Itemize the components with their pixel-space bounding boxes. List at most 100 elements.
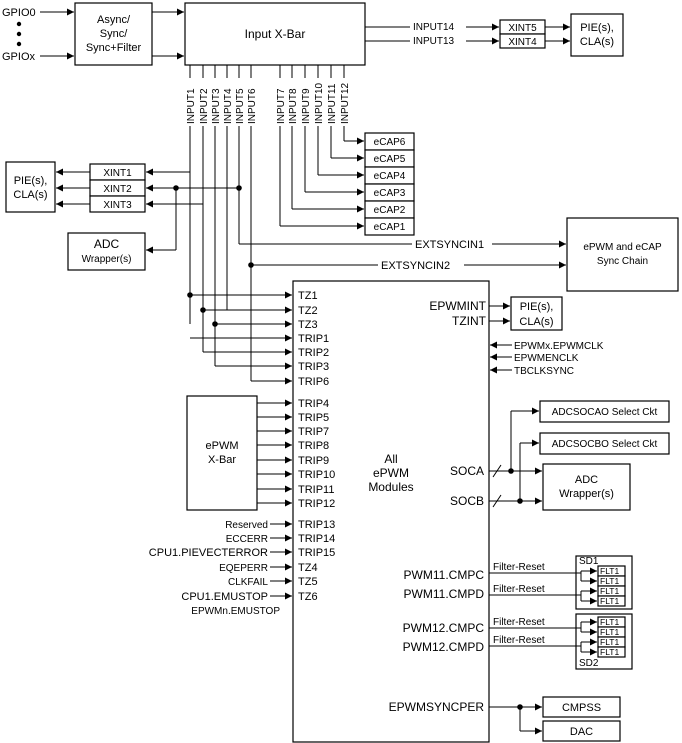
pie-right-line2: CLA(s) <box>519 316 553 328</box>
sd2-flt: FLT1 <box>600 647 619 657</box>
pie-left-line1: PIE(s), <box>14 175 48 187</box>
adc-right-line1: ADC <box>575 474 598 486</box>
sd1-filters: FLT1 FLT1 FLT1 FLT1 <box>597 565 626 607</box>
adcsocbo-select-label: ADCSOCBO Select Ckt <box>552 439 658 450</box>
input14-label: INPUT14 <box>413 22 455 33</box>
adc-left-line1: ADC <box>94 237 120 251</box>
trip4-pin: TRIP4 <box>298 398 329 410</box>
tz4-pin: TZ4 <box>298 562 318 574</box>
sd1-flt: FLT1 <box>600 576 619 586</box>
trip12-pin: TRIP12 <box>298 498 335 510</box>
ecap4-label: eCAP4 <box>374 171 406 182</box>
extsyncin2-label: EXTSYNCIN2 <box>381 260 450 272</box>
pwm11-cmpc-label: PWM11.CMPC <box>404 568 485 582</box>
tz5-pin: TZ5 <box>298 576 318 588</box>
epwmsyncper-label: EPWMSYNCPER <box>389 700 485 714</box>
ellipsis-dot <box>16 41 22 47</box>
junction-dots <box>173 185 254 327</box>
dac-box <box>542 720 621 742</box>
input10-label: INPUT10 <box>314 82 325 124</box>
input5-label: INPUT5 <box>235 88 246 124</box>
pie-cla-right-box <box>510 296 563 331</box>
sync-block-line3: Sync+Filter <box>86 42 142 54</box>
trip2-pin: TRIP2 <box>298 347 329 359</box>
soca-label: SOCA <box>450 464 484 478</box>
adcsocao-select-box <box>539 400 670 423</box>
xint2-label: XINT2 <box>103 184 132 195</box>
pie-cla-top-box <box>570 13 624 57</box>
sd2-label: SD2 <box>579 658 599 669</box>
adc-wrapper-left-box <box>67 232 146 271</box>
adcsocao-select-label: ADCSOCAO Select Ckt <box>552 407 658 418</box>
ecap2-label: eCAP2 <box>374 205 406 216</box>
adc-wrapper-right-box <box>542 463 631 511</box>
epwm-xbar-line2: X-Bar <box>208 454 236 466</box>
extsyncin1-label: EXTSYNCIN1 <box>415 239 484 251</box>
sd1-flt: FLT1 <box>600 596 619 606</box>
tz-pin-labels: TZ1 TZ2 TZ3 TRIP1 TRIP2 TRIP3 TRIP6 <box>298 290 329 388</box>
sync-block-line1: Async/ <box>97 14 131 26</box>
sync-block-line2: Sync/ <box>100 28 128 40</box>
sd2-flt: FLT1 <box>600 637 619 647</box>
trip7-pin: TRIP7 <box>298 426 329 438</box>
sd1-label: SD1 <box>579 556 599 567</box>
xint4-label: XINT4 <box>508 37 537 48</box>
other-pin-labels: TRIP13 TRIP14 TRIP15 TZ4 TZ5 TZ6 <box>298 519 335 603</box>
trip9-pin: TRIP9 <box>298 455 329 467</box>
pwm11-cmpd-label: PWM11.CMPD <box>404 587 485 601</box>
input4-label: INPUT4 <box>223 88 234 124</box>
sd1-flt: FLT1 <box>600 586 619 596</box>
clkfail-signal: CLKFAIL <box>228 577 268 588</box>
input12-label: INPUT12 <box>340 82 351 124</box>
input6-label: INPUT6 <box>247 88 258 124</box>
cmpss-label: CMPSS <box>562 702 601 714</box>
ellipsis-dot <box>16 21 22 27</box>
pievecterror-signal: CPU1.PIEVECTERROR <box>149 547 268 559</box>
ecap5-label: eCAP5 <box>374 154 406 165</box>
eqeperr-signal: EQEPERR <box>219 563 268 574</box>
epwmclk-label: EPWMx.EPWMCLK <box>514 341 604 352</box>
xbar-input-labels: INPUT1 INPUT2 INPUT3 INPUT4 INPUT5 INPUT… <box>184 78 351 126</box>
filter-reset-4: Filter-Reset <box>493 635 545 646</box>
trip8-pin: TRIP8 <box>298 440 329 452</box>
tz6-pin: TZ6 <box>298 591 318 603</box>
pie-cla-left-box <box>5 161 56 213</box>
ecap3-label: eCAP3 <box>374 188 406 199</box>
sd2-flt: FLT1 <box>600 617 619 627</box>
input3-label: INPUT3 <box>211 88 222 124</box>
epwmn-emustop-signal: EPWMn.EMUSTOP <box>191 606 280 617</box>
pie-right-line1: PIE(s), <box>520 301 554 313</box>
adcsocbo-select-box <box>539 432 670 455</box>
filter-reset-3: Filter-Reset <box>493 617 545 628</box>
input-xbar-block <box>184 2 366 66</box>
adc-right-line2: Wrapper(s) <box>559 488 614 500</box>
trip3-pin: TRIP3 <box>298 361 329 373</box>
trip1-pin: TRIP1 <box>298 333 329 345</box>
pie-top-line2: CLA(s) <box>580 36 614 48</box>
sync-filter-block <box>74 2 153 66</box>
pwm12-cmpc-label: PWM12.CMPC <box>403 621 485 635</box>
emustop-signal: CPU1.EMUSTOP <box>181 591 268 603</box>
other-signal-labels: Reserved ECCERR CPU1.PIEVECTERROR EQEPER… <box>149 520 281 617</box>
input-xbar-label: Input X-Bar <box>245 27 306 41</box>
ecap1-label: eCAP1 <box>374 222 406 233</box>
gpiox-label: GPIOx <box>2 51 36 63</box>
input13-label: INPUT13 <box>413 36 455 47</box>
ellipsis-dot <box>16 31 22 37</box>
reserved-signal: Reserved <box>225 520 268 531</box>
sync-chain-box <box>566 217 679 292</box>
xbar-trip-pin-labels: TRIP4 TRIP5 TRIP7 TRIP8 TRIP9 TRIP10 TRI… <box>298 398 335 510</box>
xint5-label: XINT5 <box>508 23 537 34</box>
sd1-flt: FLT1 <box>600 566 619 576</box>
sd2-filters: FLT1 FLT1 FLT1 FLT1 <box>597 616 626 658</box>
input2-label: INPUT2 <box>199 88 210 124</box>
epwm-modules-line2: ePWM <box>373 466 409 480</box>
epwmint-label: EPWMINT <box>429 299 486 313</box>
ecap6-label: eCAP6 <box>374 137 406 148</box>
sd2-flt: FLT1 <box>600 627 619 637</box>
input9-label: INPUT9 <box>301 88 312 124</box>
pie-top-line1: PIE(s), <box>580 22 614 34</box>
sync-chain-line2: Sync Chain <box>597 256 648 267</box>
epwmenclk-label: EPWMENCLK <box>514 353 579 364</box>
epwm-modules-line1: All <box>384 452 397 466</box>
